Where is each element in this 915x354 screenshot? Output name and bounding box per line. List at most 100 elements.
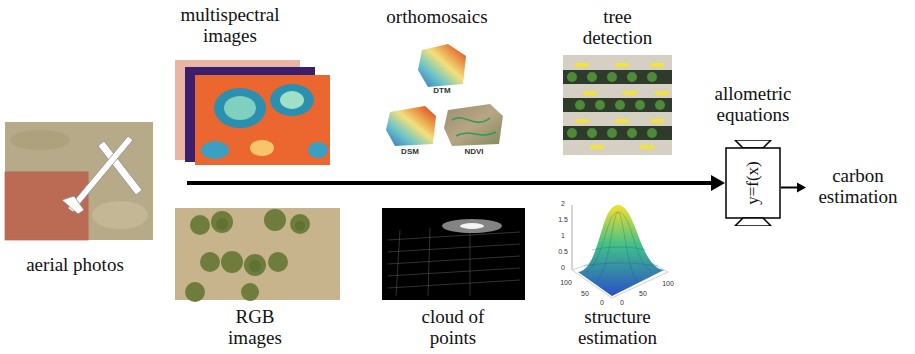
rgb-image-part [216,218,305,272]
equation-node: allometric equations y=f(x) [700,83,806,228]
axis-tick: 50 [578,290,592,298]
orthomosaic-maps [386,44,503,146]
rgb-image-part-part [249,260,261,272]
point-cloud-image [382,208,525,300]
axis-tick: 0 [556,264,570,272]
flow-arrow [781,187,798,189]
axis-tick: 0 [596,299,608,307]
image-caption: cloud of points [403,306,503,349]
axis-tick: 1.5 [556,216,570,224]
multispectral-stack-part [250,140,274,156]
tree-detection-image-part-part [607,72,617,82]
point-cloud-image-part-part [388,256,520,264]
output-node: carbon estimation [806,165,910,210]
tree-detection-image-part-part [647,72,657,82]
image-caption: structure estimation [565,306,670,349]
structure-plot-part [578,205,664,296]
aerial-photo-part [10,130,70,150]
point-cloud-image-part [442,219,502,233]
tree-detection-image-part-part [655,91,669,95]
rgb-image-part [185,209,310,302]
box-tab [735,218,771,226]
point-cloud-image-part-part [388,280,520,288]
point-cloud-image-part-part [388,244,520,252]
map-label: DTM [425,87,459,95]
image-caption: orthomosaics [372,6,502,27]
rgb-image-part-part [244,254,266,276]
tree-detection-image-part-part [587,128,597,138]
tree-detection-image-part [575,63,669,149]
flow-arrow [187,181,712,185]
rgb-image-part-part [190,215,210,235]
tree-detection-image-part-part [655,100,665,110]
tree-detection-image-part-part [615,63,629,67]
tree-detection-image-part-part [567,72,577,82]
rgb-image-part-part [221,251,243,273]
tree-detection-image-part-part [615,119,629,123]
equation-box: y=f(x) [725,140,781,226]
box-tab [735,140,771,148]
tree-detection-image-part [563,70,672,84]
aerial-photo-part [5,122,153,240]
rgb-image-part-part [211,211,233,233]
axis-tick: 50 [636,290,650,298]
tree-detection-image-part [567,72,665,138]
image-caption: tree detection [570,6,665,49]
tree-detection-image-part-part [650,119,664,123]
point-cloud-image-part-part [388,232,520,240]
tree-detection-image-part [563,55,672,155]
tree-detection-image-part-part [635,100,645,110]
image-node: aerial photos [5,122,187,278]
tree-detection-image-part-part [575,63,589,67]
tree-detection-image-part [563,126,672,140]
box-body [726,148,780,218]
tree-detection-image-part-part [575,100,585,110]
point-cloud-image-part [382,208,525,300]
aerial-photo-part [62,196,84,214]
rgb-image-part-part [290,214,310,234]
point-cloud-image-part-part [396,230,400,296]
tree-detection-image-part-part [627,128,637,138]
node-heading: allometric equations [700,83,806,126]
rgb-image [175,208,340,302]
tree-detection-image-part-part [640,145,654,149]
tree-detection-image-part-part [650,63,664,67]
point-cloud-image-part [388,228,520,296]
rgb-image-part-part [185,282,205,302]
tree-detection-image-part-part [595,100,605,110]
point-cloud-image-part-part [388,268,520,276]
tree-detection-image-part-part [623,91,637,95]
rgb-image-part-part [216,218,228,230]
tree-detection-image-part-part [567,128,577,138]
rgb-image-part-part [295,221,305,231]
rgb-image-part-part [264,209,286,231]
multispectral-stack [175,60,330,165]
structure-plot-part-part [592,247,646,250]
point-cloud-image-part-part [470,228,471,296]
tree-detection-image-part [563,98,672,112]
rgb-image-part-part [200,252,220,272]
aerial-photo-part [92,201,148,229]
tree-detection-image-part-part [647,128,657,138]
point-cloud-image-part-part [428,228,430,296]
structure-plot-part-part [618,212,650,270]
tree-detection-image-part-part [575,119,589,123]
aerial-photo-part [5,172,88,240]
multispectral-stack-part [308,142,328,158]
tree-detection-image-part-part [587,72,597,82]
output-text: carbon estimation [806,165,910,208]
structure-plot-part [584,212,658,282]
axis-tick: 100 [660,280,676,288]
tree-detection-image-part-part [627,72,637,82]
multispectral-stack-part [195,75,330,165]
structure-plot [572,205,668,298]
map-label: DSM [393,148,427,156]
multispectral-stack-part [195,75,330,165]
multispectral-stack-part [214,88,266,128]
structure-plot-part [572,205,573,270]
rgb-image-part-part [268,252,288,272]
aerial-photo [5,122,153,240]
multispectral-stack-part [224,96,256,120]
orthomosaic-maps-part [418,44,466,87]
